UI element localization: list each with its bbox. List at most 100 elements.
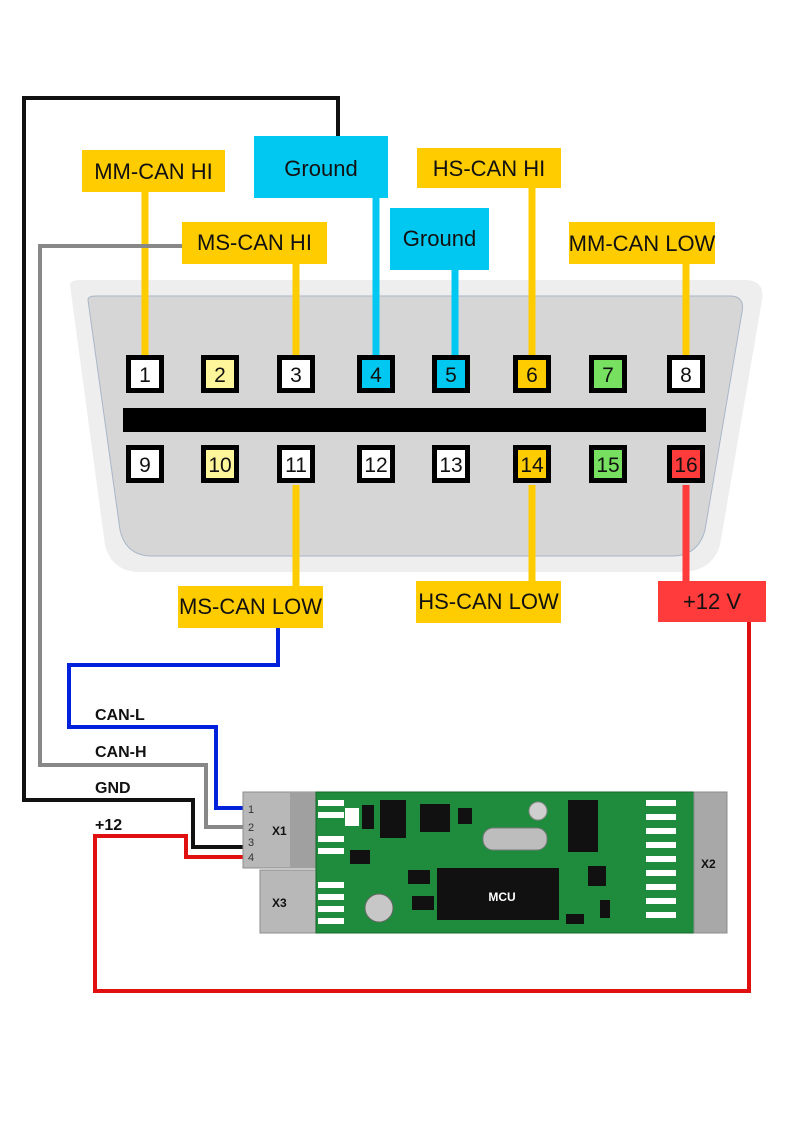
component <box>345 808 359 826</box>
pin-9 <box>131 450 159 478</box>
connector-x2-label: X2 <box>701 857 716 871</box>
label-hs-can-hi: HS-CAN HI <box>433 156 545 181</box>
terminal-3: 3 <box>248 837 254 849</box>
pin-6 <box>518 360 546 388</box>
label-ms-can-low: MS-CAN LOW <box>179 594 322 619</box>
connector-x3 <box>259 869 319 934</box>
pin-16 <box>672 450 700 478</box>
component <box>362 805 374 829</box>
pad <box>646 898 676 904</box>
wire-label-can-h: CAN-H <box>95 744 147 761</box>
label-ms-can-hi: MS-CAN HI <box>197 230 312 255</box>
pin-2-label: 2 <box>214 364 226 387</box>
led-component <box>528 801 548 821</box>
crystal <box>482 827 548 851</box>
pin-10 <box>206 450 234 478</box>
label-box-ground-right <box>390 208 489 270</box>
pad <box>646 912 676 918</box>
pad <box>318 836 344 842</box>
pad <box>318 894 344 900</box>
pin-5 <box>437 360 465 388</box>
pin-8 <box>672 360 700 388</box>
wire-can-l <box>67 628 280 810</box>
pad <box>318 918 344 924</box>
pin-14 <box>518 450 546 478</box>
label-box-mm-can-low <box>569 222 715 264</box>
pin-16-label: 16 <box>674 454 697 477</box>
pin-9-label: 9 <box>139 454 151 477</box>
pad <box>318 800 344 806</box>
pin-6-label: 6 <box>526 364 538 387</box>
pad <box>646 842 676 848</box>
component <box>600 900 610 918</box>
label-mm-can-low: MM-CAN LOW <box>569 231 716 256</box>
label-box-ms-can-low <box>178 586 323 628</box>
label-plus-12v: +12 V <box>683 589 741 614</box>
label-box-hs-can-hi <box>417 148 561 188</box>
component <box>408 870 430 884</box>
pin-1 <box>131 360 159 388</box>
label-box-plus-12v <box>658 581 766 622</box>
ic-chip <box>420 804 450 832</box>
pad <box>646 800 676 806</box>
connector-x3-label: X3 <box>272 896 287 910</box>
component <box>566 914 584 924</box>
signal-labels: MM-CAN HI Ground HS-CAN HI MS-CAN HI Gro… <box>82 136 766 628</box>
label-box-ms-can-hi <box>182 222 327 264</box>
obd-connector <box>70 280 763 572</box>
pin-7 <box>594 360 622 388</box>
pad <box>646 870 676 876</box>
pin-12 <box>362 450 390 478</box>
wire-names: CAN-L CAN-H GND +12 <box>95 707 147 834</box>
label-mm-can-hi: MM-CAN HI <box>94 159 213 184</box>
ic-chip <box>380 800 406 838</box>
terminal-2: 2 <box>248 822 254 834</box>
pad <box>646 828 676 834</box>
pin-4 <box>362 360 390 388</box>
pin-7-label: 7 <box>602 364 614 387</box>
connector-x1-shroud <box>290 792 318 868</box>
wire-label-gnd: GND <box>95 780 131 797</box>
pin-3 <box>282 360 310 388</box>
pad <box>646 814 676 820</box>
pin-11-label: 11 <box>285 454 307 477</box>
pin-14-label: 14 <box>520 454 544 477</box>
pin-2 <box>206 360 234 388</box>
pin-5-label: 5 <box>445 364 457 387</box>
pin-4-label: 4 <box>370 364 382 387</box>
pin-13 <box>437 450 465 478</box>
capacitor <box>364 893 394 923</box>
pad <box>318 848 344 854</box>
label-hs-can-low: HS-CAN LOW <box>418 589 559 614</box>
pin-12-label: 12 <box>364 454 387 477</box>
label-ground-left: Ground <box>284 156 357 181</box>
terminal-4: 4 <box>248 852 254 864</box>
wire-label-can-l: CAN-L <box>95 707 145 724</box>
component <box>350 850 370 864</box>
label-box-ground-left <box>254 136 388 198</box>
label-box-mm-can-hi <box>82 150 225 192</box>
connector-center-bar <box>123 408 706 432</box>
wire-label-plus12: +12 <box>95 817 122 834</box>
component <box>458 808 472 824</box>
pin-15-label: 15 <box>596 454 619 477</box>
label-ground-right: Ground <box>403 226 476 251</box>
component <box>588 866 606 886</box>
pin-13-label: 13 <box>439 454 462 477</box>
wire-gnd <box>22 96 340 849</box>
pin-11 <box>282 450 310 478</box>
wire-plus12 <box>93 622 751 993</box>
pad <box>646 856 676 862</box>
pin-8-label: 8 <box>680 364 692 387</box>
pin-3-label: 3 <box>290 364 302 387</box>
pin-10-label: 10 <box>208 454 231 477</box>
pad <box>318 812 344 818</box>
ic-chip <box>568 800 598 852</box>
connector-x1-label: X1 <box>272 824 287 838</box>
wire-can-h <box>38 244 243 829</box>
connector-x2 <box>693 791 728 934</box>
pad <box>646 884 676 890</box>
pad <box>318 906 344 912</box>
